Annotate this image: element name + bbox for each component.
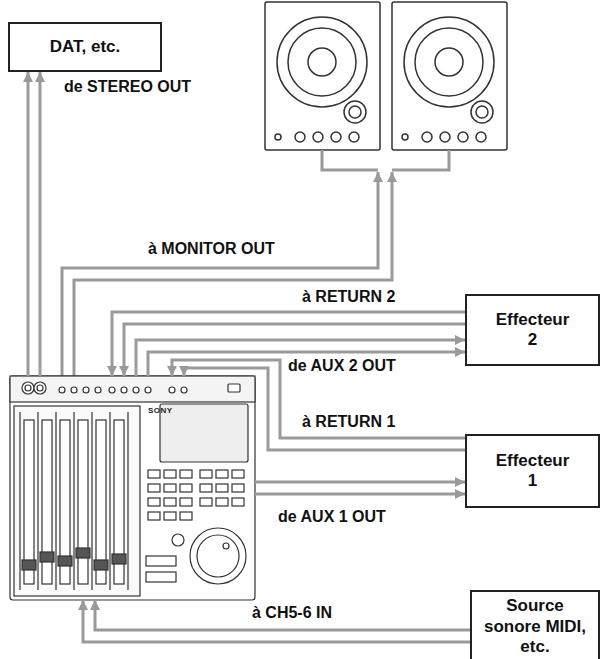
connection-label: à CH5-6 IN [250, 604, 334, 622]
cable [112, 312, 465, 376]
connection-label: de AUX 1 OUT [276, 508, 388, 526]
monitor-wires [62, 150, 449, 376]
brand-name: SONY [148, 406, 173, 415]
cable [124, 324, 465, 376]
effect-box: Effecteur 1 [465, 434, 600, 508]
node-text: DAT, etc. [50, 37, 121, 57]
mixer-recorder [10, 376, 255, 600]
node-text: Effecteur 2 [493, 310, 572, 351]
cable [39, 72, 42, 376]
mixer-body: SONY [10, 376, 255, 600]
cable [255, 481, 465, 484]
connection-label: de AUX 2 OUT [286, 357, 398, 375]
cable-pair [255, 482, 465, 494]
connection-label: à RETURN 1 [300, 413, 397, 431]
speaker-left [265, 2, 380, 150]
node-text: Effecteur 1 [493, 451, 572, 492]
cable [95, 600, 470, 630]
cable [27, 72, 30, 376]
cable-pair [28, 72, 40, 376]
connection-label: à MONITOR OUT [146, 240, 277, 258]
cable [255, 493, 465, 496]
connection-label: à RETURN 2 [300, 288, 397, 306]
speaker-right [392, 2, 507, 150]
cable [184, 368, 465, 450]
source-box: Source sonore MIDI, etc. [470, 590, 600, 659]
cable-pair [83, 600, 470, 642]
effect-box: Effecteur 2 [465, 294, 600, 366]
node-text: Source sonore MIDI, etc. [478, 596, 592, 657]
cable [148, 352, 465, 376]
cable [83, 600, 470, 642]
device-box: DAT, etc. [8, 22, 162, 72]
cable-pair [112, 312, 465, 376]
connection-label: de STEREO OUT [62, 78, 193, 96]
